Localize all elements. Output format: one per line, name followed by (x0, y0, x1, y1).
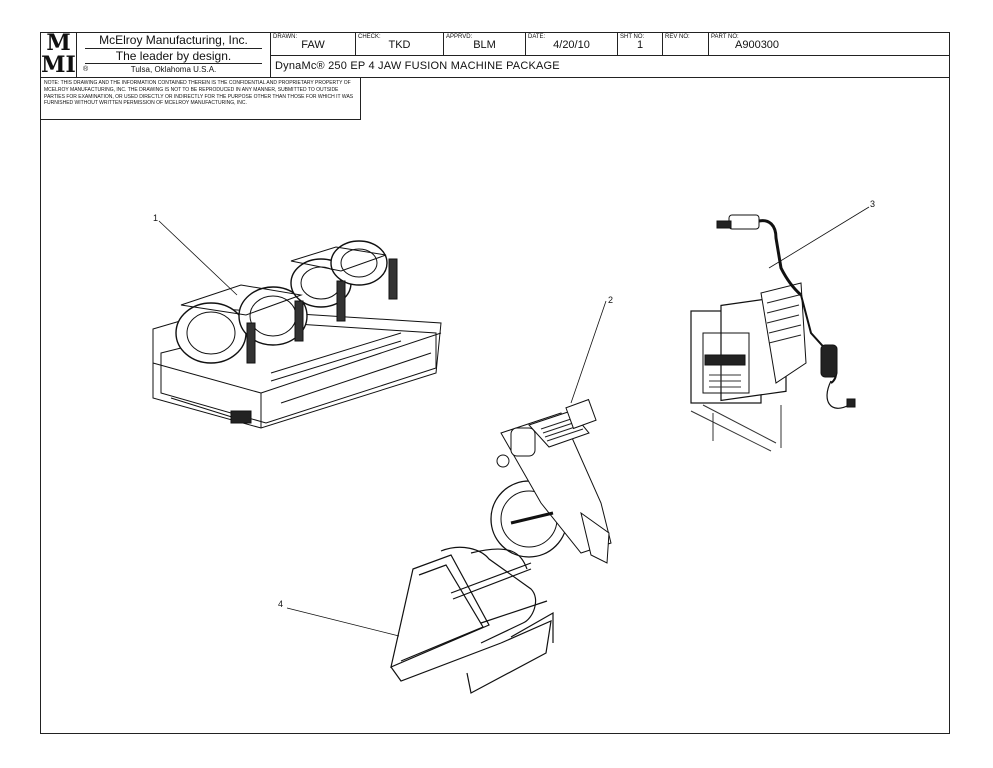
field-approved-value: BLM (473, 39, 496, 51)
stand-icon (390, 546, 554, 694)
field-drawn-label: Drawn: (273, 34, 298, 40)
field-sheet-value: 1 (636, 39, 644, 51)
fusion-machine-carriage-icon (152, 240, 442, 429)
field-date-label: Date: (528, 34, 546, 40)
field-check-value: TKD (388, 39, 411, 51)
mmi-logo: M MI (41, 30, 77, 78)
company-location: Tulsa, Oklahoma U.S.A. (130, 65, 217, 74)
drawing-description: DynaMc® 250 EP 4 JAW FUSION MACHINE PACK… (275, 60, 560, 72)
title-fields: Drawn: FAW Check: TKD Apprvd: BLM Date: … (271, 33, 949, 56)
assembly-drawing (152, 206, 870, 694)
confidentiality-note: NOTE: THIS DRAWING AND THE INFORMATION C… (41, 78, 361, 120)
company-tagline: The leader by design. (85, 48, 262, 64)
field-date-value: 4/20/10 (553, 39, 590, 51)
callout-1: 1 (153, 213, 159, 223)
heater-icon (690, 214, 856, 452)
drawing-sheet: M MI McElroy Manufacturing, Inc. The lea… (40, 30, 950, 734)
field-check-label: Check: (358, 34, 381, 40)
title-block: M MI McElroy Manufacturing, Inc. The lea… (41, 30, 949, 78)
logo-line-1: M (46, 30, 71, 56)
field-rev-label: Rev No: (665, 34, 690, 40)
company-block: McElroy Manufacturing, Inc. The leader b… (77, 33, 271, 77)
company-name: McElroy Manufacturing, Inc. (99, 33, 248, 47)
field-drawn-value: FAW (301, 39, 325, 51)
field-date: Date: 4/20/10 (526, 33, 618, 55)
field-approved: Apprvd: BLM (444, 33, 526, 55)
callout-2: 2 (608, 295, 614, 305)
field-check: Check: TKD (356, 33, 444, 55)
field-drawn: Drawn: FAW (271, 33, 356, 55)
field-part-value: A900300 (735, 39, 780, 51)
field-sheet-label: Sht No: (620, 34, 645, 40)
field-part-label: Part No: (711, 34, 739, 40)
field-rev: Rev No: (663, 33, 709, 55)
callout-4: 4 (278, 599, 284, 609)
field-part: Part No: A900300 (709, 33, 949, 55)
field-sheet: Sht No: 1 (618, 33, 663, 55)
field-approved-label: Apprvd: (446, 34, 473, 40)
registered-mark: ® (83, 66, 89, 73)
facer-icon (490, 398, 612, 564)
logo-line-2: MI (41, 52, 76, 78)
callout-3: 3 (870, 199, 876, 209)
